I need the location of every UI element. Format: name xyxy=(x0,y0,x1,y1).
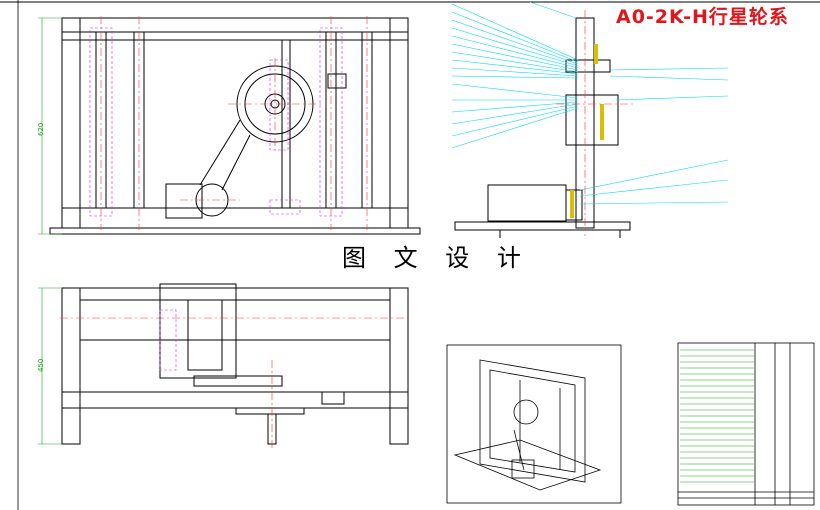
top-height-dimension: 450 xyxy=(37,358,45,372)
front-view-centerlines xyxy=(100,16,368,230)
watermark-text: 图 文 设 计 xyxy=(338,238,535,273)
isometric-view xyxy=(446,344,622,504)
front-view-hidden xyxy=(89,27,343,217)
drawing-title: A0-2K-H行星轮系 xyxy=(616,6,789,28)
dimension-lines xyxy=(38,17,62,445)
side-view-centerlines xyxy=(556,10,634,236)
title-block-rows xyxy=(680,349,754,483)
side-view-parts xyxy=(570,44,604,218)
top-view-hidden xyxy=(159,309,177,371)
front-height-dimension: 620 xyxy=(37,122,45,136)
title-block xyxy=(677,342,815,506)
leader-lines xyxy=(451,1,729,205)
top-view-centerlines xyxy=(60,317,410,450)
